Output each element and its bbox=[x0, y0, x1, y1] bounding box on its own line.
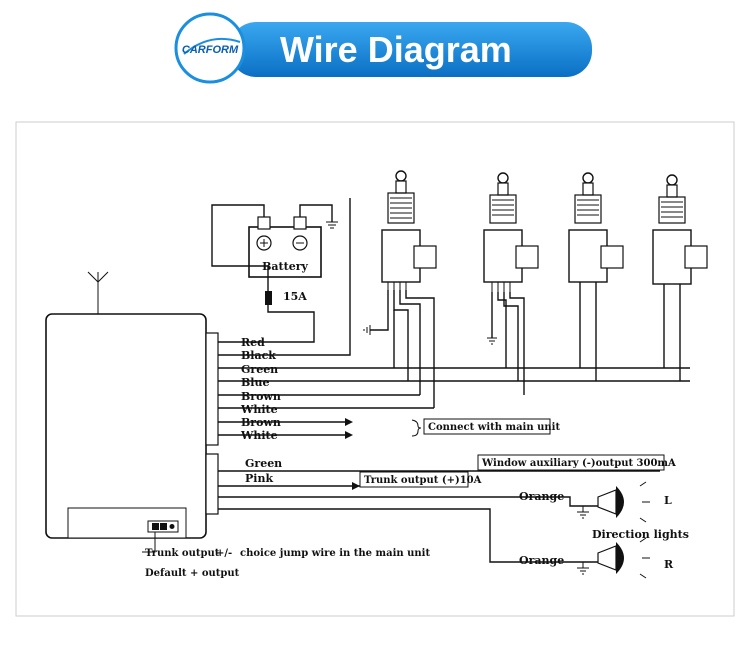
jumper-label-2: Default + output bbox=[145, 568, 240, 579]
light-l-label: L bbox=[664, 494, 672, 507]
jumper-label-1b: choice jump wire in the main unit bbox=[240, 548, 430, 559]
window-aux-label: Window auxiliary (-)output 300mA bbox=[481, 458, 676, 469]
door-actuator-1 bbox=[381, 170, 437, 290]
ground-icon-2 bbox=[363, 325, 371, 335]
brace bbox=[411, 419, 422, 437]
light-l-icon bbox=[577, 481, 650, 523]
battery-plus-icon bbox=[256, 235, 272, 251]
ground-icon bbox=[326, 221, 338, 229]
wire-label-orange-l: Orange bbox=[519, 490, 564, 503]
main-unit bbox=[45, 313, 219, 553]
diagram-frame bbox=[15, 121, 735, 617]
door-actuator-4 bbox=[652, 174, 708, 285]
trunk-output-box bbox=[359, 471, 469, 488]
wire-label-pink: Pink bbox=[245, 472, 273, 485]
battery-minus-icon bbox=[292, 235, 308, 251]
wire-labels-group1: Red Black Green Blue Brown White Brown W… bbox=[240, 336, 281, 442]
wire-label-orange-r: Orange bbox=[519, 554, 564, 567]
connect-main-label: Connect with main unit bbox=[428, 422, 560, 433]
wire-label-white: White bbox=[240, 403, 278, 416]
wire-label-green-g2: Green bbox=[245, 457, 282, 470]
wire-label-green: Green bbox=[241, 363, 278, 376]
connect-main-box bbox=[423, 418, 551, 435]
connector-block-1 bbox=[205, 332, 219, 446]
wire-label-brown: Brown bbox=[241, 390, 281, 403]
wire-label-red: Red bbox=[241, 336, 265, 349]
ground-icon-3 bbox=[487, 337, 497, 345]
battery: Battery bbox=[248, 216, 322, 278]
wire-label-blue: Blue bbox=[241, 376, 269, 389]
light-r-icon bbox=[577, 537, 650, 579]
direction-lights-label: Direction lights bbox=[592, 528, 689, 541]
window-aux-box bbox=[477, 454, 665, 471]
door-actuator-3 bbox=[568, 172, 624, 283]
jumper-sign: +/- bbox=[216, 548, 232, 559]
header-banner: CARFORM Wire Diagram bbox=[174, 12, 592, 84]
connector-block-2 bbox=[205, 453, 219, 515]
door-actuator-2 bbox=[483, 172, 539, 292]
brand-badge bbox=[174, 12, 246, 84]
battery-label: Battery bbox=[262, 260, 308, 273]
trunk-output-label: Trunk output (+)10A bbox=[364, 475, 482, 486]
brand-swoosh-icon bbox=[183, 38, 241, 55]
brand-logo: CARFORM bbox=[182, 44, 239, 56]
page-title: Wire Diagram bbox=[280, 29, 512, 70]
antenna-icon bbox=[87, 271, 109, 314]
fuse-icon bbox=[265, 291, 272, 305]
title-pill bbox=[230, 22, 592, 77]
light-r-label: R bbox=[664, 558, 674, 571]
fuse-rating: 15A bbox=[283, 290, 307, 303]
jumper-label-1: Trunk output bbox=[145, 548, 220, 559]
